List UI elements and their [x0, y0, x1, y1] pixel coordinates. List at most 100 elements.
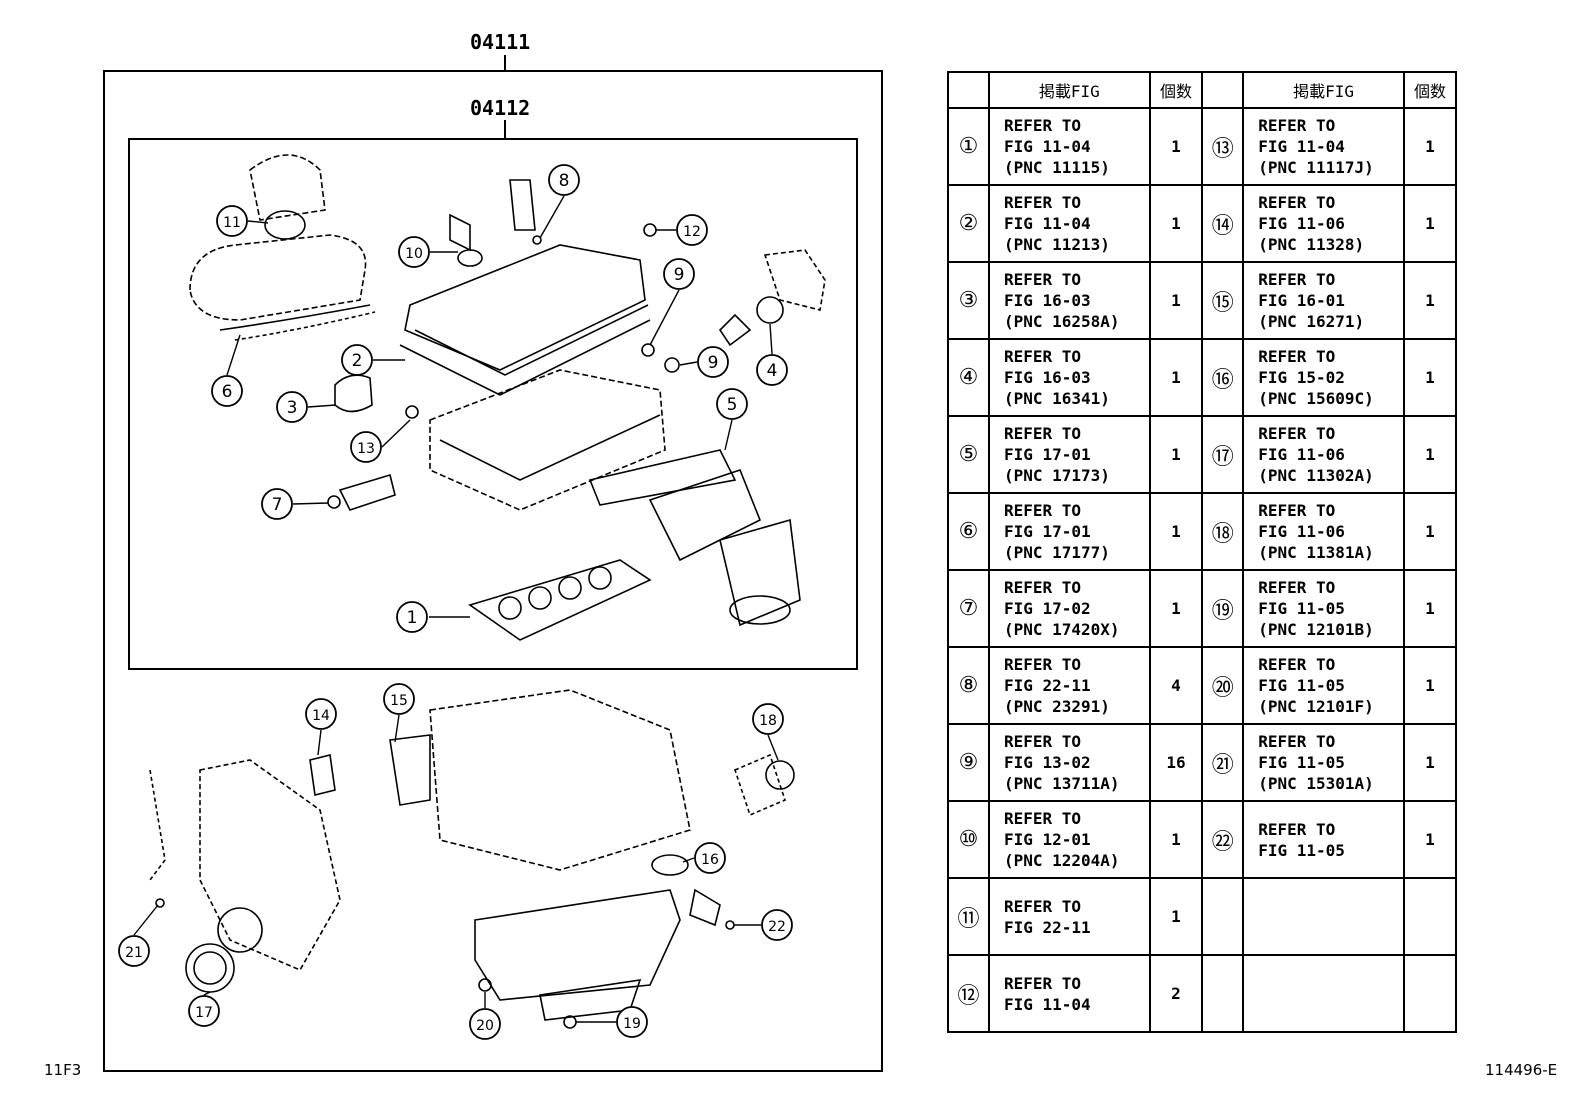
callout-label: 15: [390, 693, 408, 709]
header-num-left: [947, 71, 990, 109]
callout-marker: 16: [694, 842, 726, 874]
callout-marker: 2: [341, 344, 373, 376]
reference-line: REFER TO: [1003, 270, 1082, 289]
callout-label: 20: [476, 1018, 494, 1034]
reference-line: REFER TO: [1003, 896, 1082, 916]
header-qty-right: 個数: [1402, 71, 1458, 109]
item-number: ⑧: [947, 646, 990, 725]
reference-line: FIG 11-05: [1258, 753, 1345, 772]
callout-label: 19: [623, 1016, 641, 1032]
callout-label: 4: [767, 361, 778, 381]
reference-line: FIG 11-04: [1003, 994, 1091, 1014]
item-number: ②: [947, 184, 990, 263]
reference-line: (PNC 16271): [1258, 312, 1365, 331]
reference-line: (PNC 11115): [1003, 158, 1110, 177]
callout-marker: 9: [697, 346, 729, 378]
callout-marker: 22: [761, 909, 793, 941]
reference-line: REFER TO: [1003, 501, 1082, 520]
item-number: ⑱: [1201, 492, 1245, 571]
item-number: ⑪: [947, 877, 990, 956]
reference-line: FIG 11-06: [1258, 522, 1345, 541]
item-number: ⑬: [1201, 107, 1245, 186]
callout-label: 18: [759, 713, 777, 729]
reference-line: REFER TO: [1003, 732, 1082, 751]
reference-line: FIG 16-03: [1003, 291, 1091, 310]
item-number: ⑫: [947, 954, 990, 1033]
item-quantity: 1: [1148, 569, 1204, 648]
callout-label: 8: [559, 171, 570, 191]
callout-label: 16: [701, 852, 719, 868]
reference-line: REFER TO: [1258, 116, 1336, 135]
callout-label: 7: [272, 495, 283, 515]
item-quantity: 1: [1402, 646, 1458, 725]
item-quantity: 1: [1402, 415, 1458, 494]
reference-line: REFER TO: [1258, 732, 1336, 751]
reference-line: (PNC 17177): [1003, 543, 1110, 562]
callout-marker: 8: [548, 164, 580, 196]
reference-line: FIG 11-04: [1258, 137, 1345, 156]
reference-line: (PNC 13711A): [1003, 774, 1120, 793]
item-quantity: 1: [1148, 184, 1204, 263]
item-quantity: 1: [1402, 492, 1458, 571]
callout-marker: 4: [756, 354, 788, 386]
callout-marker: 17: [188, 995, 220, 1027]
reference-line: FIG 17-01: [1003, 445, 1091, 464]
table-header-row: 掲載FIG 個数 掲載FIG 個数: [947, 71, 1458, 109]
reference-line: REFER TO: [1003, 578, 1082, 597]
header-fig-left: 掲載FIG: [987, 71, 1151, 109]
item-number: ⑰: [1201, 415, 1245, 494]
reference-line: (PNC 15301A): [1258, 774, 1374, 793]
callout-marker: 21: [118, 935, 150, 967]
callout-marker: 3: [276, 391, 308, 423]
item-quantity: 1: [1402, 184, 1458, 263]
reference-line: FIG 11-06: [1258, 214, 1345, 233]
callout-marker: 18: [752, 703, 784, 735]
item-quantity: 2: [1148, 954, 1204, 1033]
header-fig-right: 掲載FIG: [1242, 71, 1405, 109]
reference-line: FIG 13-02: [1003, 753, 1091, 772]
item-quantity: 4: [1148, 646, 1204, 725]
reference-line: (PNC 12204A): [1003, 851, 1120, 870]
item-number: ⑳: [1201, 646, 1245, 725]
item-reference: REFER TO FIG 13-02 (PNC 13711A): [987, 723, 1151, 802]
callout-marker: 14: [305, 698, 337, 730]
item-quantity: 1: [1148, 877, 1204, 956]
reference-line: REFER TO: [1258, 501, 1336, 520]
callout-label: 10: [405, 246, 423, 262]
item-number: ⑨: [947, 723, 990, 802]
callout-marker: 1: [396, 601, 428, 633]
callout-marker: 15: [383, 683, 415, 715]
item-number: [1201, 877, 1245, 956]
reference-line: REFER TO: [1003, 193, 1082, 212]
item-quantity: 1: [1148, 261, 1204, 340]
reference-line: FIG 16-03: [1003, 368, 1091, 387]
reference-line: FIG 11-04: [1003, 214, 1091, 233]
engine-parts-art: [149, 154, 826, 1029]
reference-line: REFER TO: [1003, 809, 1082, 828]
callout-marker: 7: [261, 488, 293, 520]
item-quantity: 1: [1148, 800, 1204, 879]
item-quantity: [1402, 877, 1458, 956]
figure-code-right: 114496-E: [1485, 1061, 1558, 1079]
item-quantity: 1: [1402, 800, 1458, 879]
callout-marker: 19: [616, 1006, 648, 1038]
reference-line: (PNC 12101B): [1258, 620, 1374, 639]
callout-label: 21: [125, 945, 143, 961]
item-number: ㉒: [1201, 800, 1245, 879]
